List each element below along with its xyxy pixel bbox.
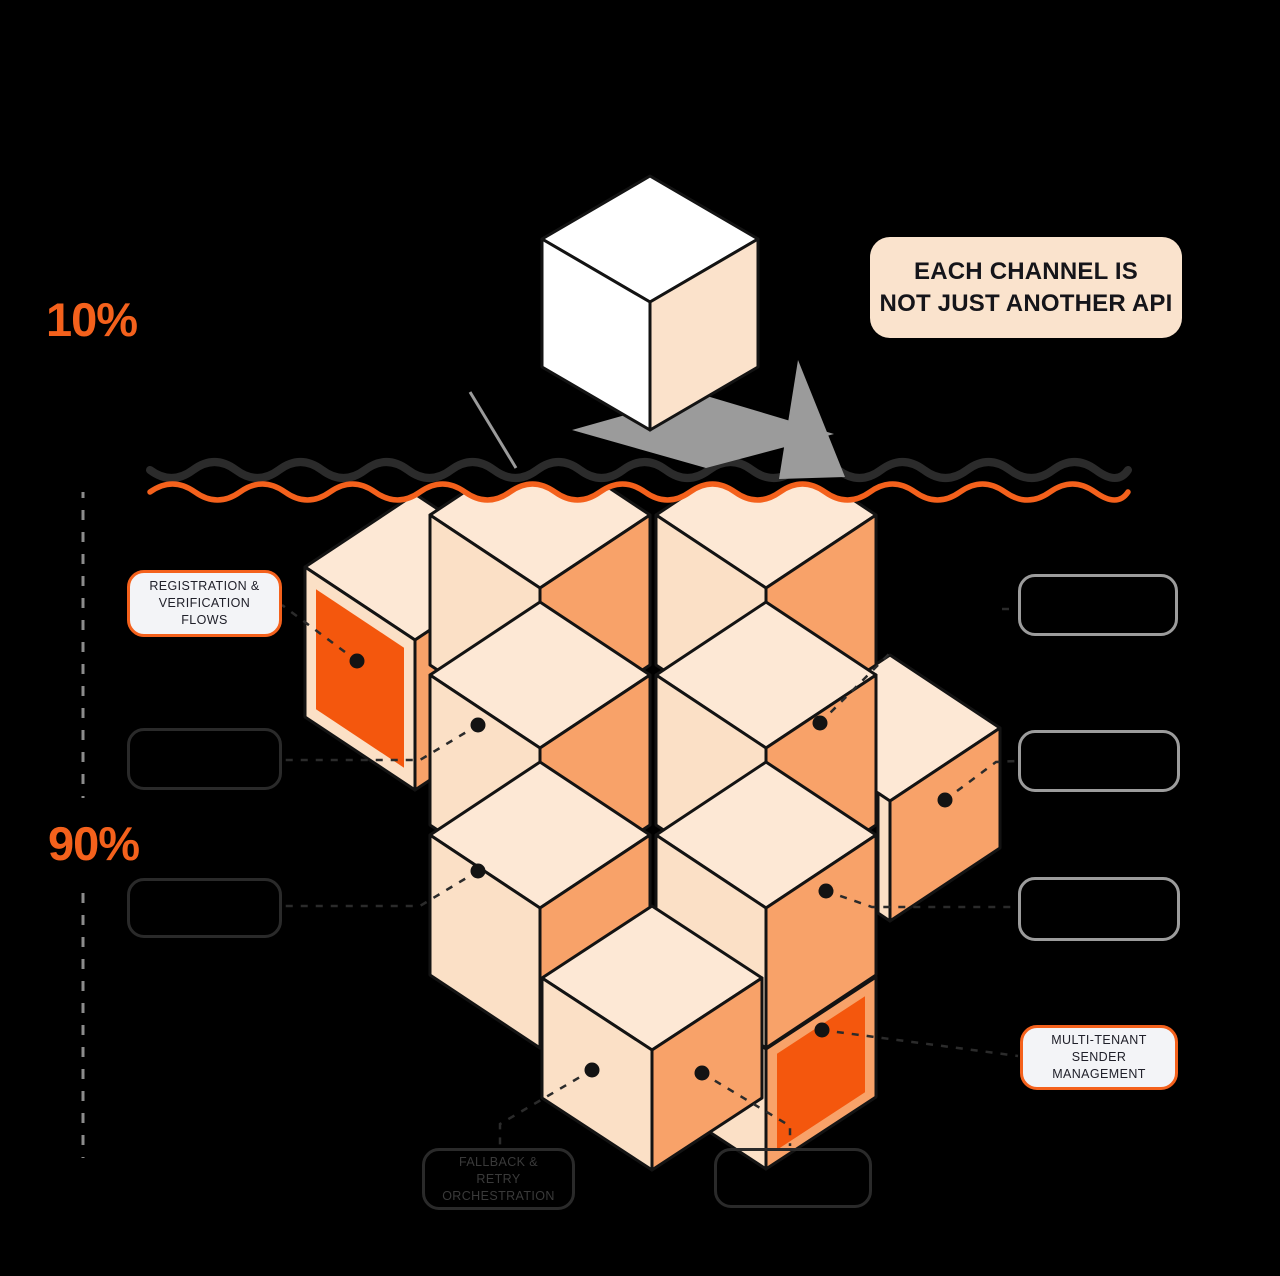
cube-floating-above-water-right-face	[648, 237, 760, 432]
percent-below-waterline: 90%	[48, 817, 140, 870]
connector-registration	[281, 603, 358, 663]
connector-dot-left-lower	[470, 863, 486, 879]
label-line: FALLBACK &	[458, 1154, 539, 1169]
connector-dot-fallback	[584, 1062, 600, 1078]
cube-multi-tenant-highlight-face	[777, 996, 865, 1150]
label-fallback-retry-orchestration: FALLBACK & RETRY ORCHESTRATION	[422, 1148, 575, 1210]
gray-fin-shape	[779, 360, 845, 479]
label-multi-tenant-sender-management: MULTI-TENANT SENDER MANAGEMENT	[1020, 1025, 1178, 1090]
connector-dot-right-lower	[818, 883, 834, 899]
connector-dot-right-middle	[937, 792, 953, 808]
connector-dot-bottom-middle	[694, 1065, 710, 1081]
connector-right-lower	[825, 889, 1016, 909]
cube-registration-highlight-face	[316, 589, 404, 768]
connector-multi-tenant	[821, 1028, 1019, 1058]
empty-label-box-right-top	[1018, 574, 1178, 636]
empty-label-box-left-lower	[127, 878, 282, 938]
percent-above-waterline: 10%	[46, 293, 138, 346]
callout-line: NOT JUST ANOTHER API	[879, 289, 1173, 317]
connector-dot-left-middle	[470, 717, 486, 733]
empty-label-box-bottom-middle	[714, 1148, 872, 1208]
label-line: REGISTRATION &	[149, 579, 260, 593]
label-line: SENDER	[1071, 1050, 1127, 1064]
connector-dot-multi-tenant	[814, 1022, 830, 1038]
callout-note: EACH CHANNEL IS NOT JUST ANOTHER API	[870, 237, 1182, 338]
label-line: FLOWS	[181, 613, 228, 627]
waterline-orange-wave	[147, 481, 1131, 503]
label-line: MULTI-TENANT	[1051, 1033, 1147, 1047]
label-line: RETRY	[476, 1171, 521, 1186]
label-line: VERIFICATION	[158, 596, 251, 610]
label-line: ORCHESTRATION	[442, 1188, 555, 1203]
callout-line: EACH CHANNEL IS	[914, 257, 1138, 285]
connector-fallback	[498, 1068, 593, 1146]
connector-dot-right-top	[812, 715, 828, 731]
connector-dot-registration	[349, 653, 365, 669]
label-registration-verification-flows: REGISTRATION & VERIFICATION FLOWS	[127, 570, 282, 637]
empty-label-box-right-middle	[1018, 730, 1180, 792]
empty-label-box-left-middle	[127, 728, 282, 790]
connector-right-top	[819, 649, 894, 724]
cube-side-right-left-face	[876, 791, 892, 923]
connector-bottom-middle	[701, 1071, 792, 1146]
thin-gray-line	[468, 391, 518, 469]
connector-right-middle	[944, 759, 1017, 802]
cube-row3-right-right-face	[764, 833, 878, 1050]
label-line: MANAGEMENT	[1052, 1067, 1146, 1081]
cube-side-right-right-face	[888, 726, 1002, 923]
waterline-dark-wave	[146, 458, 1132, 482]
empty-label-box-right-lower	[1018, 877, 1180, 941]
